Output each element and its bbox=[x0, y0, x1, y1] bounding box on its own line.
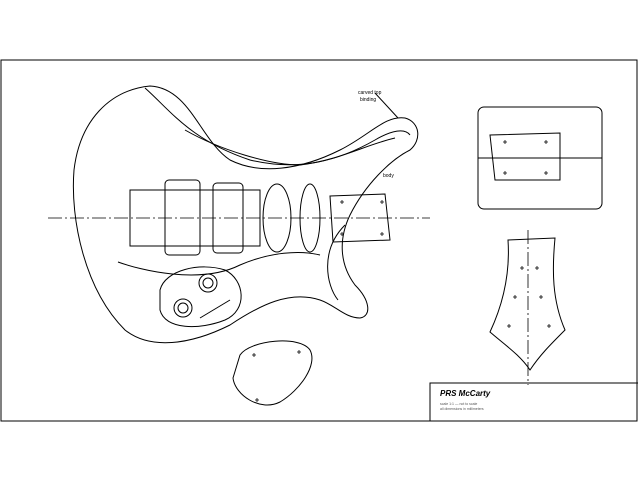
neck-pocket bbox=[329, 193, 391, 243]
neck-pocket-holes bbox=[340, 200, 384, 236]
neck-pickup bbox=[164, 179, 201, 256]
label-binding: binding bbox=[360, 97, 376, 103]
pickup-route bbox=[129, 189, 261, 247]
bridge-pickup bbox=[212, 182, 244, 254]
back-plate-holes bbox=[252, 350, 301, 402]
body-outline bbox=[72, 85, 419, 344]
title-block bbox=[429, 382, 638, 421]
title-block-title: PRS McCarty bbox=[440, 389, 491, 398]
label-carved-top: carved top bbox=[358, 90, 382, 96]
title-block-note-1: scale 1:1 — not to scale bbox=[440, 402, 477, 406]
leader-line bbox=[374, 92, 399, 119]
drawing-frame bbox=[0, 59, 638, 422]
volume-knob bbox=[173, 298, 193, 318]
heel-plate bbox=[489, 132, 561, 181]
label-body: body bbox=[383, 173, 394, 179]
heel-holes bbox=[503, 140, 548, 175]
tone-knob-inner bbox=[202, 277, 214, 289]
inner-contour bbox=[117, 224, 346, 301]
title-block-note-2: all dimensions in millimeters bbox=[440, 407, 484, 411]
control-cavity bbox=[159, 266, 242, 328]
volume-knob-inner bbox=[177, 302, 189, 314]
binding-line bbox=[184, 129, 396, 166]
back-cover-plate bbox=[232, 340, 313, 406]
pickup-cavity-2 bbox=[299, 183, 321, 253]
switch-slot bbox=[199, 299, 231, 319]
pickup-cavity-1 bbox=[262, 183, 292, 253]
tone-knob bbox=[198, 273, 218, 293]
tuner-holes bbox=[507, 266, 551, 328]
headstock-outline bbox=[489, 237, 566, 371]
